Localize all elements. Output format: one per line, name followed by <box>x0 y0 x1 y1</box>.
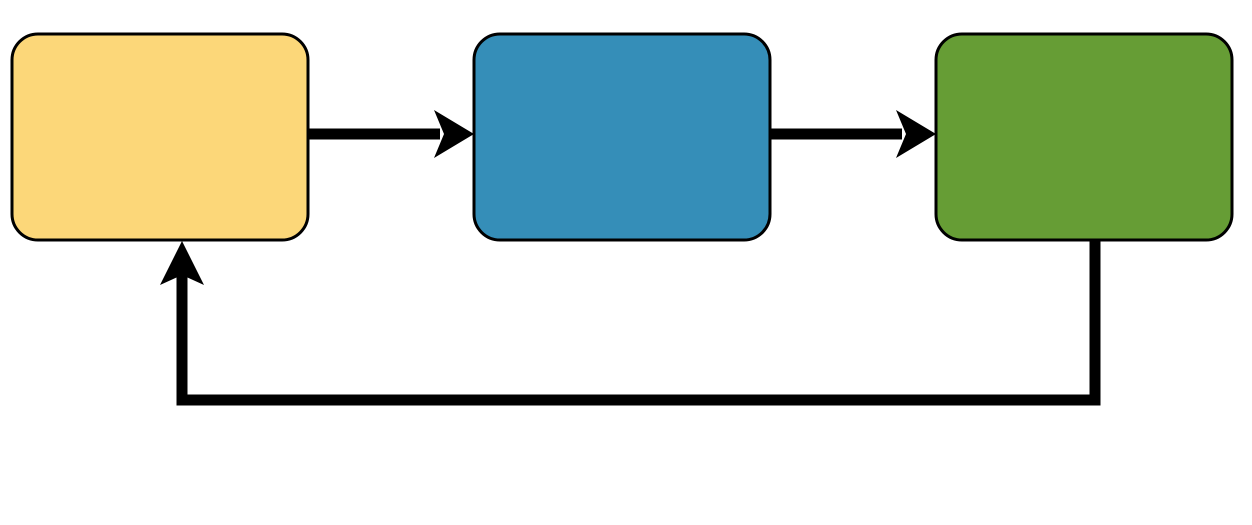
arrowhead-icon <box>896 110 936 158</box>
node-step-2[interactable] <box>472 32 772 242</box>
feedback-loop-line <box>176 241 1101 406</box>
arrowhead-icon <box>434 110 474 158</box>
node-step-3[interactable] <box>934 32 1234 242</box>
edge-step-3-to-step-1 <box>160 241 1101 406</box>
edge-step-1-to-step-2 <box>309 110 474 158</box>
node-box <box>10 32 310 242</box>
node-box <box>934 32 1234 242</box>
node-box <box>472 32 772 242</box>
node-step-1[interactable] <box>10 32 310 242</box>
arrowhead-icon <box>160 241 204 285</box>
edge-step-2-to-step-3 <box>771 110 936 158</box>
